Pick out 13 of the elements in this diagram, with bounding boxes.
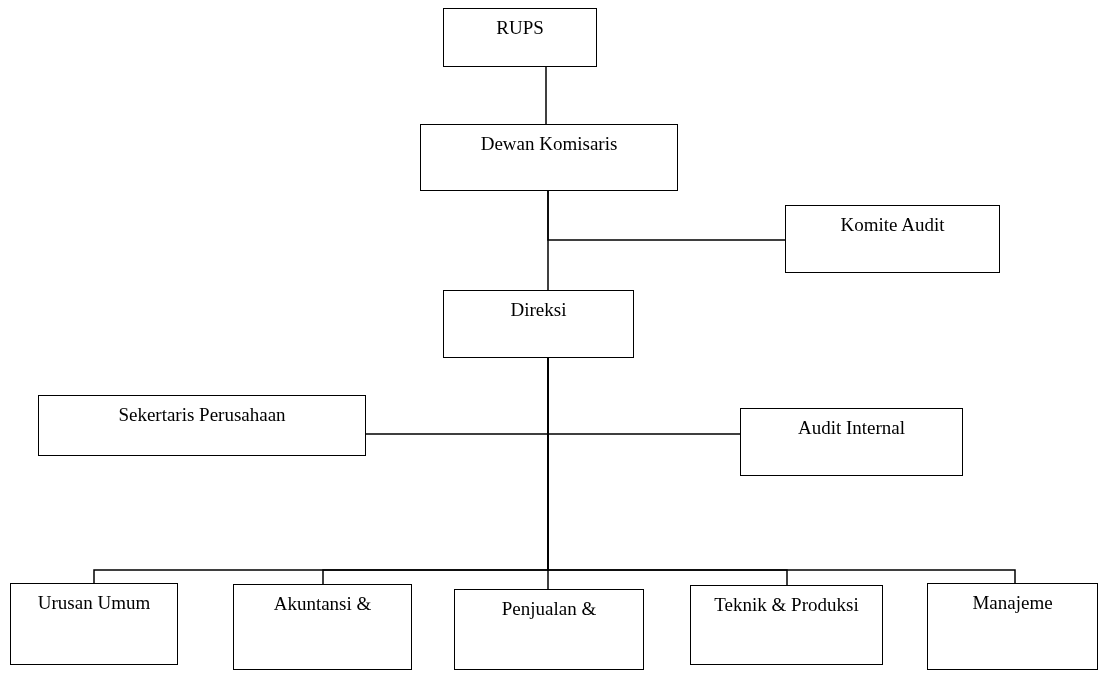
org-box: Akuntansi &: [233, 584, 412, 670]
org-box: Manajeme: [927, 583, 1098, 670]
org-box: Teknik & Produksi: [690, 585, 883, 665]
connector-line: [545, 66, 547, 125]
connector-line: [547, 190, 549, 291]
org-box: Sekertaris Perusahaan: [38, 395, 366, 456]
org-box: RUPS: [443, 8, 597, 67]
org-box: Direksi: [443, 290, 634, 358]
org-box: Audit Internal: [740, 408, 963, 476]
org-box: Komite Audit: [785, 205, 1000, 273]
org-box: Urusan Umum: [10, 583, 178, 665]
org-box: Penjualan &: [454, 589, 644, 670]
org-box: Dewan Komisaris: [420, 124, 678, 191]
